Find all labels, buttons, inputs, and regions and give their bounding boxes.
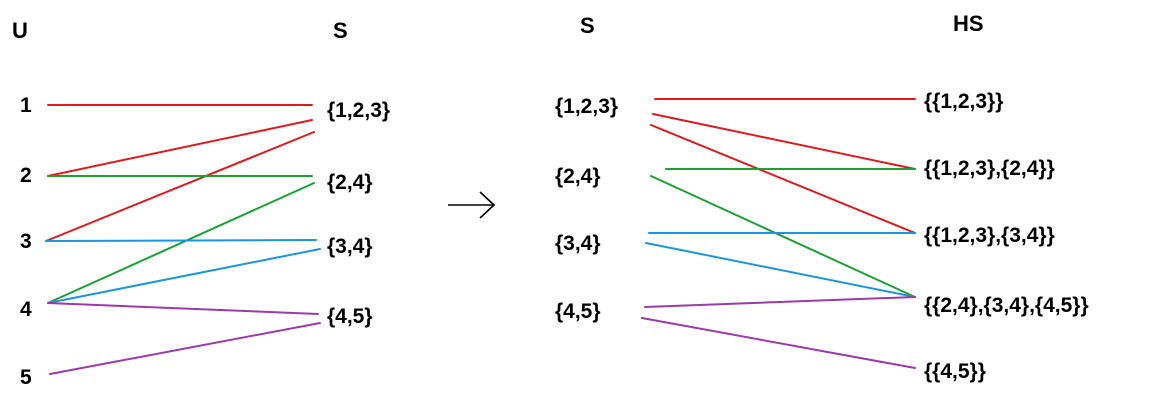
right-s-node-2: {2,4}: [555, 165, 601, 188]
right-edge-7: [645, 242, 916, 298]
header-u: U: [12, 18, 28, 43]
right-s-node-3: {3,4}: [555, 232, 601, 255]
right-edge-8: [644, 296, 916, 308]
hs-node-4: {{2,4},{3,4},{4,5}}: [924, 294, 1089, 317]
left-edge-5: [47, 182, 315, 304]
right-s-node-1: {1,2,3}: [555, 95, 618, 118]
hs-node-3: {{1,2,3},{3,4}}: [924, 224, 1055, 247]
hs-node-2: {{1,2,3},{2,4}}: [924, 157, 1055, 180]
transform-arrow: [448, 191, 496, 219]
hs-node-5: {{4,5}}: [924, 360, 986, 383]
right-edges: [641, 98, 916, 369]
right-edge-9: [641, 317, 916, 369]
u-node-2: 2: [20, 164, 32, 187]
left-edge-6: [45, 239, 317, 242]
left-edge-2: [47, 119, 313, 177]
u-node-3: 3: [20, 230, 32, 253]
right-s-node-4: {4,5}: [555, 300, 601, 323]
left-edge-7: [47, 248, 321, 304]
left-s-node-4: {4,5}: [327, 305, 373, 328]
u-node-5: 5: [20, 366, 32, 389]
left-s-node-2: {2,4}: [327, 171, 373, 194]
hs-node-1: {{1,2,3}}: [924, 90, 1003, 113]
header-s-left: S: [333, 18, 348, 43]
left-edge-3: [45, 131, 315, 242]
right-edge-2: [652, 113, 916, 170]
header-s-right: S: [580, 13, 595, 38]
left-s-node-1: {1,2,3}: [327, 99, 390, 122]
u-node-4: 4: [20, 298, 32, 321]
left-s-node-3: {3,4}: [327, 235, 373, 258]
header-hs: HS: [953, 11, 984, 36]
left-edges: [45, 104, 321, 375]
right-edge-3: [650, 124, 916, 234]
left-edge-9: [49, 322, 321, 375]
right-edge-5: [650, 175, 916, 298]
u-node-1: 1: [20, 94, 32, 117]
left-edge-8: [47, 302, 319, 315]
